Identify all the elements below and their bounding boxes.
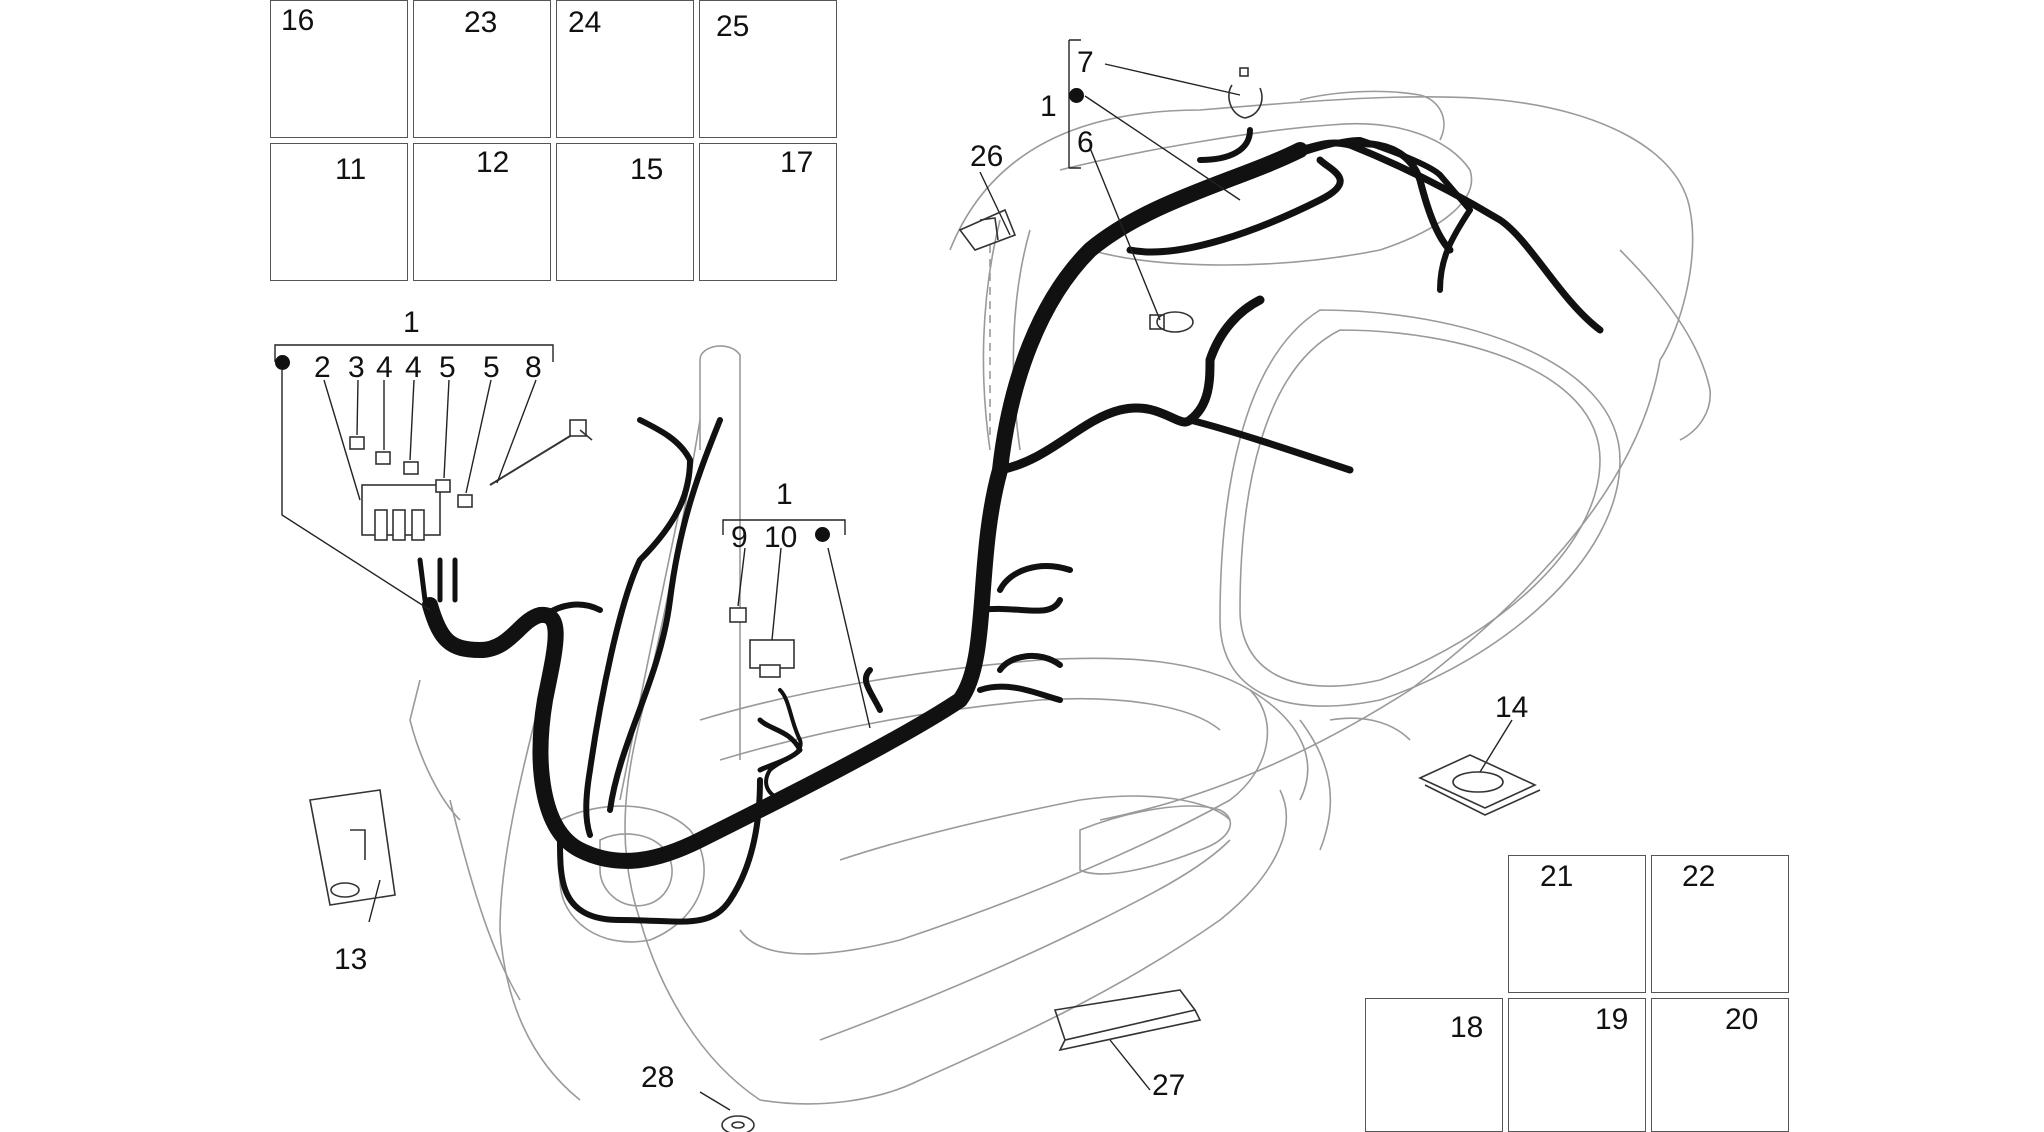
- callout-1-rear: 1: [1040, 90, 1057, 123]
- part-box-15: [556, 143, 694, 281]
- callout-20: 20: [1725, 1003, 1759, 1036]
- callout-11: 11: [335, 153, 367, 186]
- callout-7: 7: [1077, 46, 1094, 79]
- callout-2: 2: [314, 351, 331, 384]
- callout-27: 27: [1152, 1069, 1186, 1102]
- part-box-20: [1651, 998, 1789, 1132]
- callout-17: 17: [780, 146, 814, 179]
- part-box-17: [699, 143, 837, 281]
- callout-1-relay: 1: [776, 478, 793, 511]
- callout-10: 10: [764, 521, 798, 554]
- part-box-11: [270, 143, 408, 281]
- bullet-dot-1c: [1069, 88, 1084, 103]
- part-box-21: [1508, 855, 1646, 993]
- callout-21: 21: [1540, 860, 1574, 893]
- callout-4a: 4: [376, 351, 393, 384]
- callout-12: 12: [476, 146, 510, 179]
- callout-22: 22: [1682, 860, 1716, 893]
- part-box-12: [413, 143, 551, 281]
- bullet-dot-1a: [275, 355, 290, 370]
- scooter-body-outline: [409, 90, 1711, 1105]
- part-box-25: [699, 0, 837, 138]
- callout-15: 15: [630, 153, 664, 186]
- callout-5b: 5: [483, 351, 500, 384]
- callout-26: 26: [970, 140, 1004, 173]
- wiring-harness: [417, 127, 1604, 925]
- callout-16: 16: [281, 4, 315, 37]
- callout-9: 9: [731, 521, 748, 554]
- part-box-16: [270, 0, 408, 138]
- part-box-23: [413, 0, 551, 138]
- callout-13: 13: [334, 943, 368, 976]
- callout-3: 3: [348, 351, 365, 384]
- callout-19: 19: [1595, 1003, 1629, 1036]
- part-box-18: [1365, 998, 1503, 1132]
- fuse-box-drawing: [349, 419, 587, 541]
- callout-4b: 4: [405, 351, 422, 384]
- part-box-22: [1651, 855, 1789, 993]
- part-box-24: [556, 0, 694, 138]
- callout-25: 25: [716, 10, 750, 43]
- callout-18: 18: [1450, 1011, 1484, 1044]
- callout-28: 28: [641, 1061, 675, 1094]
- part-box-19: [1508, 998, 1646, 1132]
- callout-24: 24: [568, 6, 602, 39]
- callout-1-fusebox: 1: [403, 306, 420, 339]
- bullet-dot-1b: [815, 527, 830, 542]
- callout-6: 6: [1077, 126, 1094, 159]
- relay-drawing: [729, 607, 795, 678]
- callout-14: 14: [1495, 691, 1529, 724]
- callout-23: 23: [464, 6, 498, 39]
- callout-5a: 5: [439, 351, 456, 384]
- callout-8: 8: [525, 351, 542, 384]
